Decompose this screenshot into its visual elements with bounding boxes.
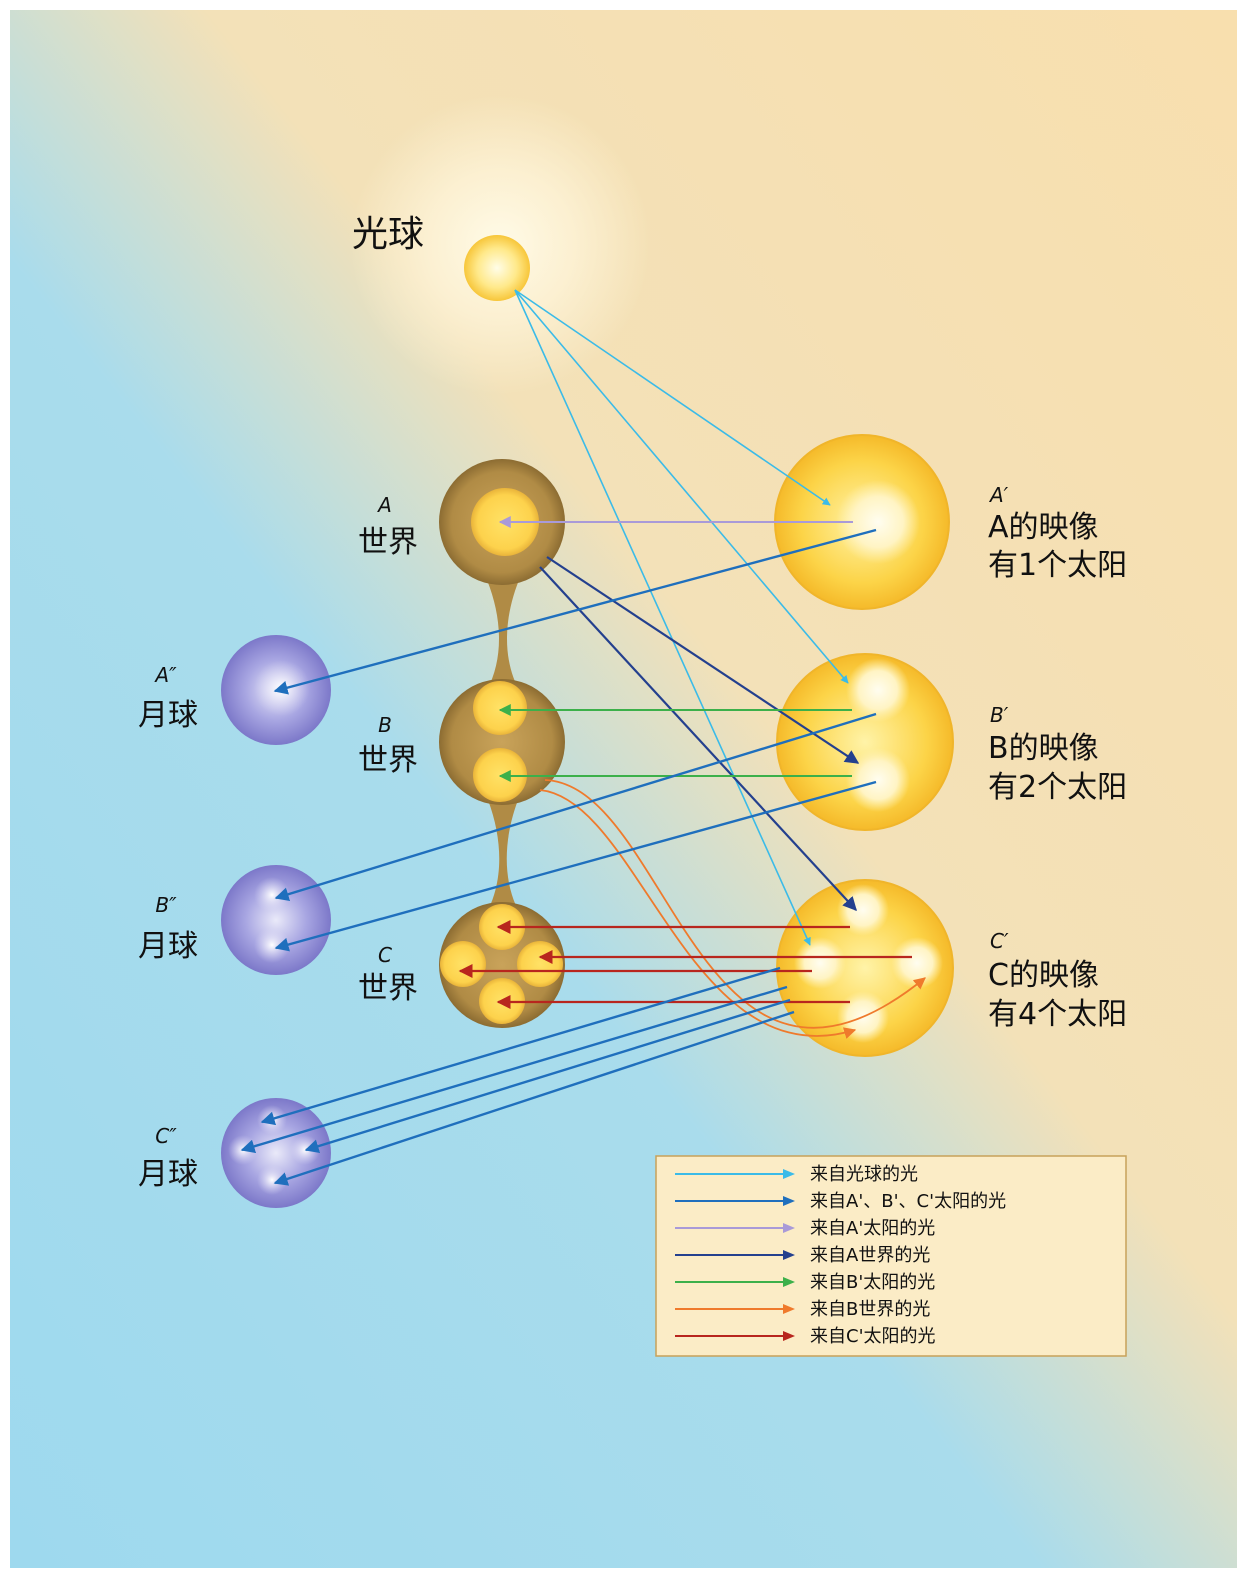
legend-arrowhead-1 xyxy=(783,1196,795,1206)
legend-label-4: 来自B'太阳的光 xyxy=(810,1272,935,1293)
world-b-label: 世界 xyxy=(358,743,418,778)
world-c-label: 世界 xyxy=(358,971,418,1006)
moon-c-letter: C″ xyxy=(155,1124,177,1148)
legend-label-3: 来自A世界的光 xyxy=(810,1245,930,1266)
image-c-letter: C′ xyxy=(990,929,1009,953)
world-chain xyxy=(487,580,519,910)
image-sun-c xyxy=(776,879,954,1057)
moon-a-letter: A″ xyxy=(153,663,177,687)
world-b xyxy=(439,679,565,805)
legend-label-0: 来自光球的光 xyxy=(810,1164,918,1185)
legend-arrowhead-6 xyxy=(783,1331,795,1341)
world-a-letter: A xyxy=(376,493,392,517)
legend-label-1: 来自A'、B'、C'太阳的光 xyxy=(810,1191,1006,1212)
legend-label-2: 来自A'太阳的光 xyxy=(810,1218,935,1239)
moon-b-letter: B″ xyxy=(155,893,177,917)
image-a-line1: A的映像 xyxy=(988,510,1099,545)
legend-label-6: 来自C'太阳的光 xyxy=(810,1326,936,1347)
world-b-letter: B xyxy=(378,713,392,737)
image-b-letter: B′ xyxy=(990,703,1009,727)
arrows-photosphere xyxy=(514,289,849,946)
world-c xyxy=(439,902,565,1028)
legend-arrowhead-2 xyxy=(783,1223,795,1233)
legend-arrowhead-0 xyxy=(783,1169,795,1179)
moon-b-label: 月球 xyxy=(138,929,198,964)
arrows-c-prime-sun xyxy=(458,920,912,1009)
moon-b xyxy=(221,865,331,975)
arrows-b-world xyxy=(539,779,926,1039)
world-a-label: 世界 xyxy=(358,525,418,560)
arrows-a-world xyxy=(539,556,860,912)
image-c-line2: 有4个太阳 xyxy=(988,997,1127,1032)
arrows-image-suns xyxy=(240,528,877,1186)
moon-c xyxy=(221,1098,331,1208)
image-b-line1: B的映像 xyxy=(988,731,1099,766)
world-c-letter: C xyxy=(378,943,392,967)
photosphere-sun xyxy=(464,235,530,301)
image-b-line2: 有2个太阳 xyxy=(988,770,1127,805)
legend-label-5: 来自B世界的光 xyxy=(810,1299,930,1320)
legend-arrowhead-4 xyxy=(783,1277,795,1287)
moon-c-label: 月球 xyxy=(138,1157,198,1192)
legend-arrowhead-5 xyxy=(783,1304,795,1314)
photosphere-label: 光球 xyxy=(352,214,424,255)
image-c-line1: C的映像 xyxy=(988,958,1099,993)
legend-arrowhead-3 xyxy=(783,1250,795,1260)
legend: 来自光球的光来自A'、B'、C'太阳的光来自A'太阳的光来自A世界的光来自B'太… xyxy=(655,1155,1127,1357)
image-a-letter: A′ xyxy=(988,483,1009,507)
image-a-line2: 有1个太阳 xyxy=(988,548,1127,583)
image-sun-b xyxy=(776,653,954,831)
image-sun-a xyxy=(774,434,950,610)
moon-a-label: 月球 xyxy=(138,698,198,733)
